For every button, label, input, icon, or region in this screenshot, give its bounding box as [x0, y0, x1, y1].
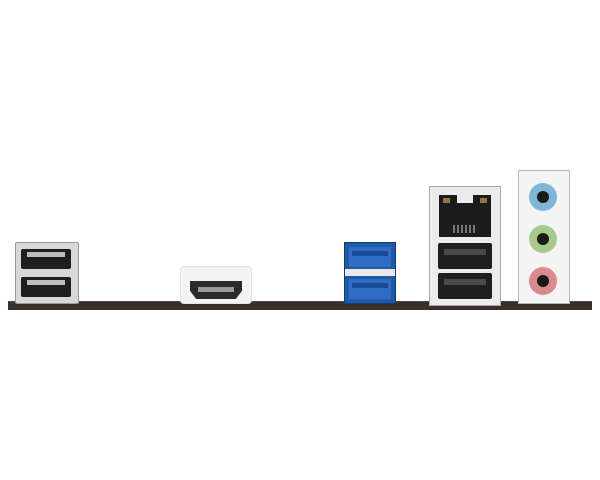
audio-line-in-jack [529, 183, 557, 211]
usb-port-top [21, 249, 71, 269]
usb-port-upper [438, 243, 492, 269]
usb-port-bottom [21, 277, 71, 297]
lan-led-right [480, 198, 487, 203]
audio-line-out-jack [529, 225, 557, 253]
lan-usb-stack [429, 186, 501, 306]
usb2-dual-port [15, 242, 79, 304]
audio-mic-jack [529, 267, 557, 295]
rj45-lan-port [439, 195, 491, 237]
hdmi-port [180, 266, 252, 304]
pcb-edge [8, 301, 592, 310]
usb3-dual-port [344, 242, 396, 304]
usb3-port-top [349, 247, 391, 267]
usb-port-lower [438, 273, 492, 299]
audio-jack-panel [518, 170, 570, 304]
hdmi-connector [190, 281, 242, 299]
usb3-port-bottom [349, 279, 391, 299]
lan-led-left [443, 198, 450, 203]
